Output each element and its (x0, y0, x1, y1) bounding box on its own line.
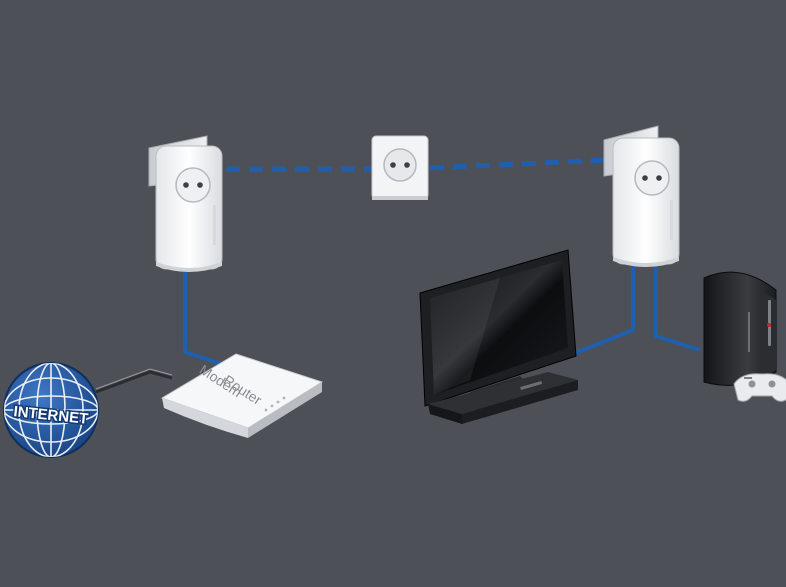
set-top-box (428, 372, 578, 424)
adapter-logo-left (213, 205, 216, 245)
powerline-adapter-left (148, 135, 223, 272)
ethernet-cable-tv (567, 262, 635, 358)
adapter-logo-right (670, 200, 673, 240)
powerline-links (226, 157, 607, 172)
ethernet-cable-router (183, 270, 229, 368)
console-logo (748, 312, 750, 352)
set-top-box-display (520, 381, 543, 390)
internet-cable (95, 370, 173, 394)
adapter-socket-left (175, 167, 211, 203)
internet-cable-highlight (95, 368, 173, 390)
gamepad (733, 373, 786, 402)
ethernet-cable-console (654, 264, 701, 352)
cables (95, 262, 701, 394)
modem-router: Modem Router (160, 353, 324, 438)
internet-globe: INTERNET (3, 362, 99, 458)
game-console (703, 271, 777, 386)
adapter-socket-right (634, 160, 670, 196)
wall-socket (371, 135, 429, 200)
router-leds (264, 396, 286, 412)
powerline-adapter-right (603, 125, 680, 267)
powerline-link-right (429, 157, 607, 171)
